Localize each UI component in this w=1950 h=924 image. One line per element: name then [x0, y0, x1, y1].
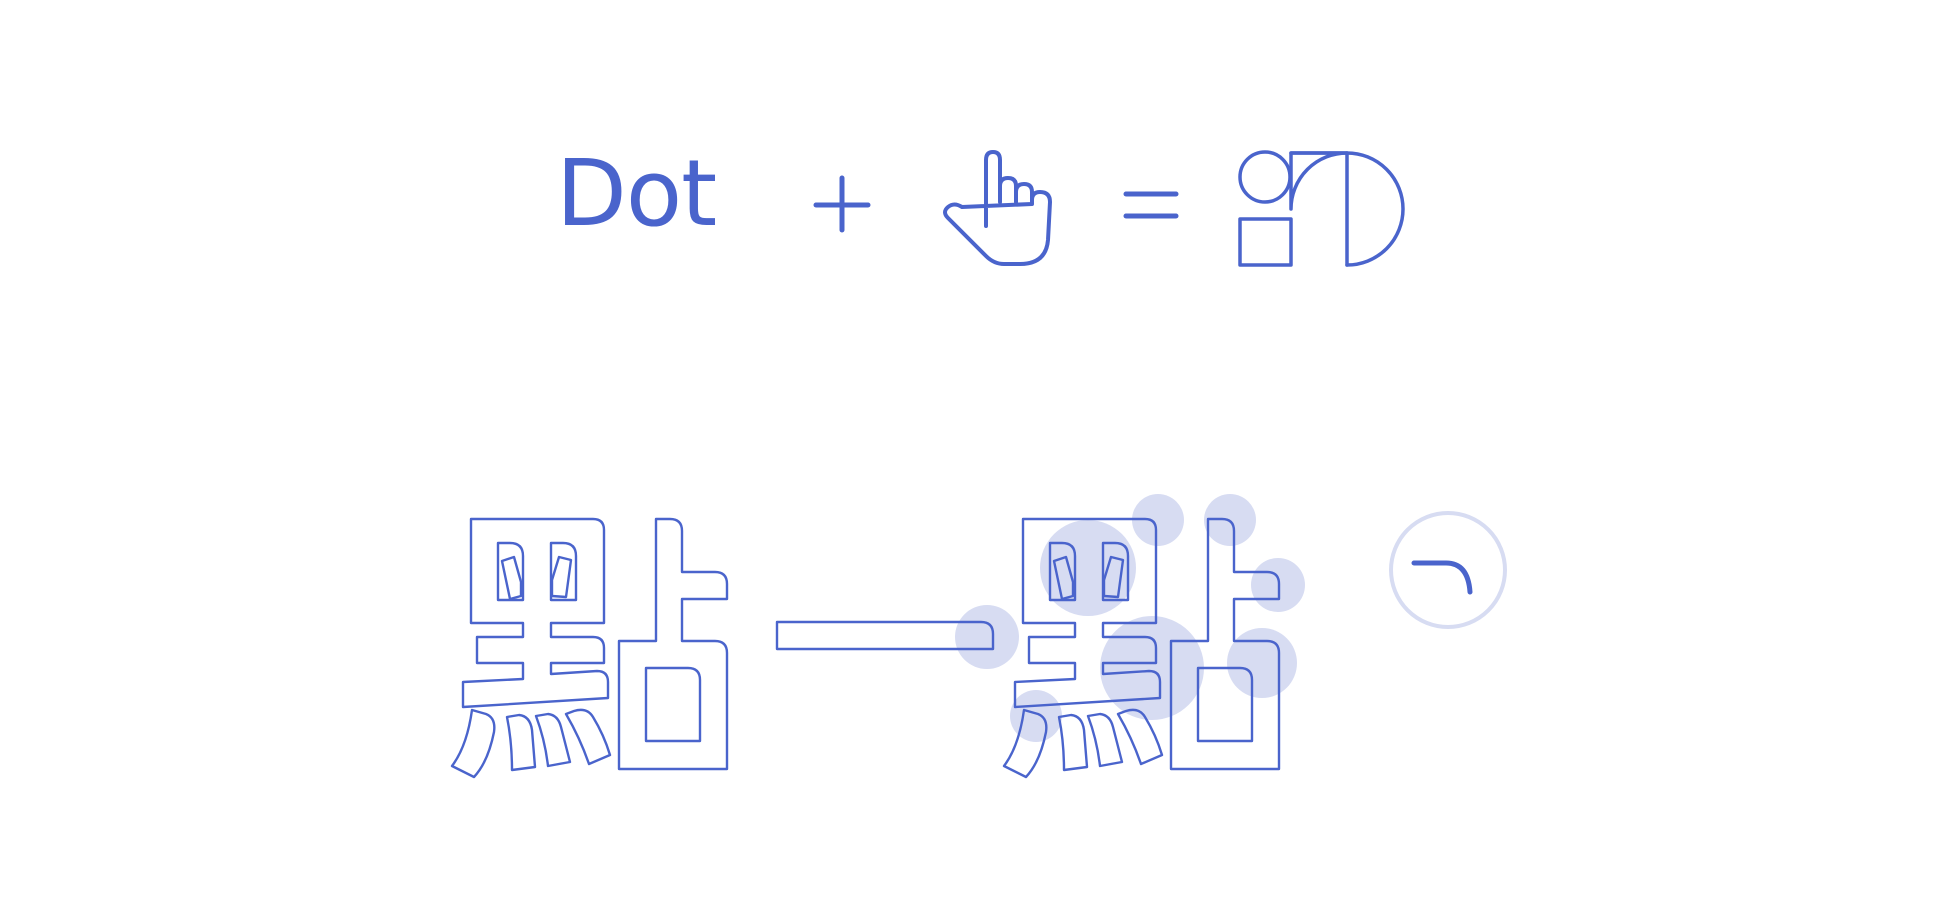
dot-word: Dot: [556, 140, 717, 247]
geometric-shapes-icon: [1238, 150, 1405, 267]
pointing-hand-icon: [943, 150, 1052, 266]
equals-icon: [1123, 191, 1179, 219]
plus-icon: [813, 175, 871, 233]
highlight-dot: [955, 605, 1019, 669]
dot-icon: [1389, 511, 1507, 629]
highlight-dot: [1132, 494, 1184, 546]
glyph-outline-right: [1002, 517, 1281, 779]
highlight-dot: [1227, 628, 1297, 698]
highlight-dot: [1100, 616, 1204, 720]
highlight-dot: [1010, 690, 1062, 742]
dash-glyph: [775, 620, 995, 651]
glyph-outline-left: [450, 517, 729, 779]
